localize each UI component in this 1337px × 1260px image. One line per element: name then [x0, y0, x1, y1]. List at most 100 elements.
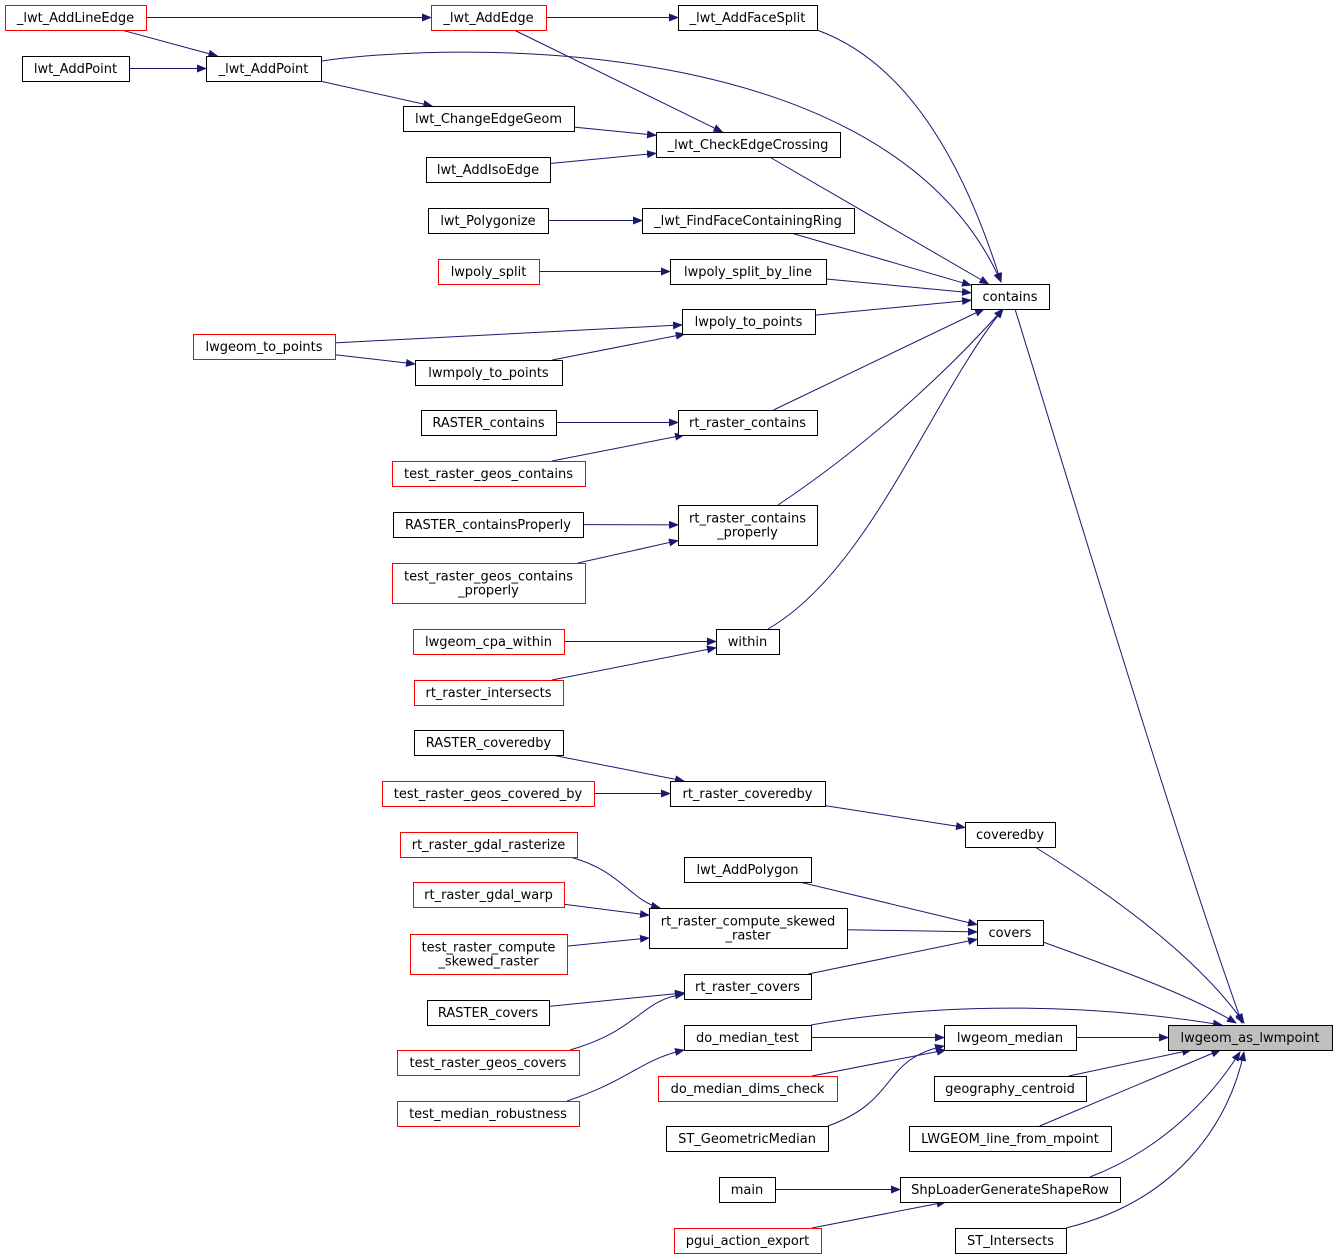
- node-box: [682, 309, 816, 335]
- node-test_median_robustness[interactable]: test_median_robustness: [397, 1101, 580, 1127]
- node-label: LWGEOM_line_from_mpoint: [921, 1132, 1099, 1147]
- node-rt_raster_compute_skewed_raster[interactable]: rt_raster_compute_skewed_raster: [649, 908, 848, 949]
- node-label: rt_raster_gdal_warp: [424, 888, 553, 903]
- node-label: test_raster_geos_covers: [410, 1056, 567, 1071]
- node-ST_GeometricMedian[interactable]: ST_GeometricMedian: [666, 1126, 829, 1152]
- node-box: [5, 5, 147, 31]
- edge-lwt_AddIsoEdge-to-_lwt_CheckEdgeCrossing: [549, 150, 657, 165]
- node-rt_raster_intersects[interactable]: rt_raster_intersects: [414, 680, 564, 706]
- node-box: [421, 410, 557, 436]
- node-do_median_test[interactable]: do_median_test: [684, 1025, 812, 1051]
- node-rt_raster_gdal_warp[interactable]: rt_raster_gdal_warp: [413, 882, 565, 908]
- node-test_raster_geos_covered_by[interactable]: test_raster_geos_covered_by: [382, 781, 595, 807]
- node-lwgeom_as_lwmpoint[interactable]: lwgeom_as_lwmpoint: [1168, 1025, 1333, 1051]
- node-box: [413, 882, 565, 908]
- node-box: [716, 629, 780, 655]
- node-_lwt_AddLineEdge[interactable]: _lwt_AddLineEdge: [5, 5, 147, 31]
- node-box: [965, 822, 1056, 848]
- node-box: [642, 208, 855, 234]
- node-box: [666, 1126, 829, 1152]
- node-ShpLoaderGenerateShapeRow[interactable]: ShpLoaderGenerateShapeRow: [900, 1177, 1121, 1203]
- node-lwt_ChangeEdgeGeom[interactable]: lwt_ChangeEdgeGeom: [403, 106, 575, 132]
- node-box: [684, 974, 812, 1000]
- node-lwt_AddIsoEdge[interactable]: lwt_AddIsoEdge: [426, 157, 551, 183]
- node-lwt_AddPolygon[interactable]: lwt_AddPolygon: [684, 857, 812, 883]
- node-pgui_action_export[interactable]: pgui_action_export: [674, 1228, 822, 1254]
- node-label: within: [728, 635, 767, 650]
- node-_lwt_CheckEdgeCrossing[interactable]: _lwt_CheckEdgeCrossing: [656, 132, 841, 158]
- node-label: rt_raster_intersects: [425, 686, 551, 701]
- node-box: [438, 259, 540, 285]
- node-RASTER_containsProperly[interactable]: RASTER_containsProperly: [393, 512, 584, 538]
- node-rt_raster_contains_properly[interactable]: rt_raster_contains_properly: [678, 505, 818, 546]
- node-lwpoly_to_points[interactable]: lwpoly_to_points: [682, 309, 816, 335]
- node-label: ShpLoaderGenerateShapeRow: [911, 1183, 1109, 1198]
- edge-lwgeom_to_points-to-lwmpoly_to_points: [334, 354, 416, 367]
- node-RASTER_covers[interactable]: RASTER_covers: [427, 1000, 550, 1026]
- node-test_raster_geos_covers[interactable]: test_raster_geos_covers: [397, 1050, 580, 1076]
- node-main[interactable]: main: [719, 1177, 776, 1203]
- node-label: rt_raster_coveredby: [682, 787, 812, 802]
- node-rt_raster_contains[interactable]: rt_raster_contains: [678, 410, 818, 436]
- node-_lwt_FindFaceContainingRing[interactable]: _lwt_FindFaceContainingRing: [642, 208, 855, 234]
- node-lwt_Polygonize[interactable]: lwt_Polygonize: [428, 208, 549, 234]
- edge-test_raster_geos_contains-to-rt_raster_contains: [551, 432, 686, 462]
- node-label: coveredby: [976, 828, 1044, 843]
- node-label: rt_raster_covers: [695, 980, 800, 995]
- node-lwmpoly_to_points[interactable]: lwmpoly_to_points: [415, 360, 563, 386]
- edge-lwt_ChangeEdgeGeom-to-_lwt_CheckEdgeCrossing: [573, 126, 657, 139]
- edge-rt_raster_compute_skewed_raster-to-covers: [846, 927, 978, 936]
- edge-ShpLoaderGenerateShapeRow-to-lwgeom_as_lwmpoint: [1089, 1051, 1241, 1178]
- node-rt_raster_coveredby[interactable]: rt_raster_coveredby: [670, 781, 826, 807]
- edge-_lwt_AddLineEdge-to-_lwt_AddPoint: [121, 29, 219, 58]
- node-LWGEOM_line_from_mpoint[interactable]: LWGEOM_line_from_mpoint: [909, 1126, 1112, 1152]
- node-lwpoly_split[interactable]: lwpoly_split: [438, 259, 540, 285]
- node-label: main: [731, 1183, 763, 1198]
- node-lwgeom_to_points[interactable]: lwgeom_to_points: [193, 334, 336, 360]
- node-box: [678, 505, 818, 546]
- node-box: [678, 410, 818, 436]
- node-_lwt_AddEdge[interactable]: _lwt_AddEdge: [431, 5, 547, 31]
- node-box: [944, 1025, 1077, 1051]
- node-label: RASTER_contains: [432, 416, 545, 431]
- node-box: [900, 1177, 1121, 1203]
- edge-within-to-contains: [767, 308, 1004, 630]
- node-RASTER_contains[interactable]: RASTER_contains: [421, 410, 557, 436]
- node-covers[interactable]: covers: [977, 920, 1044, 946]
- node-RASTER_coveredby[interactable]: RASTER_coveredby: [414, 730, 564, 756]
- edge-lwgeom_to_points-to-lwpoly_to_points: [334, 321, 683, 344]
- edge-rt_raster_coveredby-to-coveredby: [824, 805, 966, 831]
- node-box: [674, 1228, 822, 1254]
- node-label: _lwt_CheckEdgeCrossing: [667, 138, 829, 153]
- node-label: do_median_dims_check: [671, 1082, 825, 1097]
- edge-_lwt_FindFaceContainingRing-to-contains: [790, 232, 972, 287]
- node-within[interactable]: within: [716, 629, 780, 655]
- node-lwgeom_cpa_within[interactable]: lwgeom_cpa_within: [413, 629, 565, 655]
- node-rt_raster_covers[interactable]: rt_raster_covers: [684, 974, 812, 1000]
- node-test_raster_compute_skewed_raster[interactable]: test_raster_compute_skewed_raster: [410, 934, 568, 975]
- node-label: test_raster_geos_contains: [404, 570, 573, 585]
- node-box: [392, 563, 586, 604]
- node-contains[interactable]: contains: [971, 284, 1050, 310]
- node-ST_Intersects[interactable]: ST_Intersects: [955, 1228, 1067, 1254]
- node-lwgeom_median[interactable]: lwgeom_median: [944, 1025, 1077, 1051]
- node-label: geography_centroid: [945, 1082, 1075, 1097]
- node-box: [678, 5, 818, 31]
- edge-_lwt_AddPoint-to-contains: [321, 51, 1002, 283]
- node-box: [206, 56, 322, 82]
- node-label: test_median_robustness: [409, 1107, 567, 1122]
- node-label: lwgeom_as_lwmpoint: [1181, 1031, 1320, 1046]
- node-lwpoly_split_by_line[interactable]: lwpoly_split_by_line: [670, 259, 827, 285]
- edge-LWGEOM_line_from_mpoint-to-lwgeom_as_lwmpoint: [1039, 1049, 1222, 1127]
- node-test_raster_geos_contains_properly[interactable]: test_raster_geos_contains_properly: [392, 563, 586, 604]
- node-_lwt_AddFaceSplit[interactable]: _lwt_AddFaceSplit: [678, 5, 818, 31]
- node-rt_raster_gdal_rasterize[interactable]: rt_raster_gdal_rasterize: [400, 832, 578, 858]
- node-do_median_dims_check[interactable]: do_median_dims_check: [658, 1076, 838, 1102]
- edge-_lwt_AddFaceSplit-to-contains: [816, 29, 1003, 283]
- node-geography_centroid[interactable]: geography_centroid: [934, 1076, 1087, 1102]
- node-coveredby[interactable]: coveredby: [965, 822, 1056, 848]
- node-box: [428, 208, 549, 234]
- node-test_raster_geos_contains[interactable]: test_raster_geos_contains: [392, 461, 586, 487]
- node-_lwt_AddPoint[interactable]: _lwt_AddPoint: [206, 56, 322, 82]
- node-lwt_AddPoint[interactable]: lwt_AddPoint: [22, 56, 130, 82]
